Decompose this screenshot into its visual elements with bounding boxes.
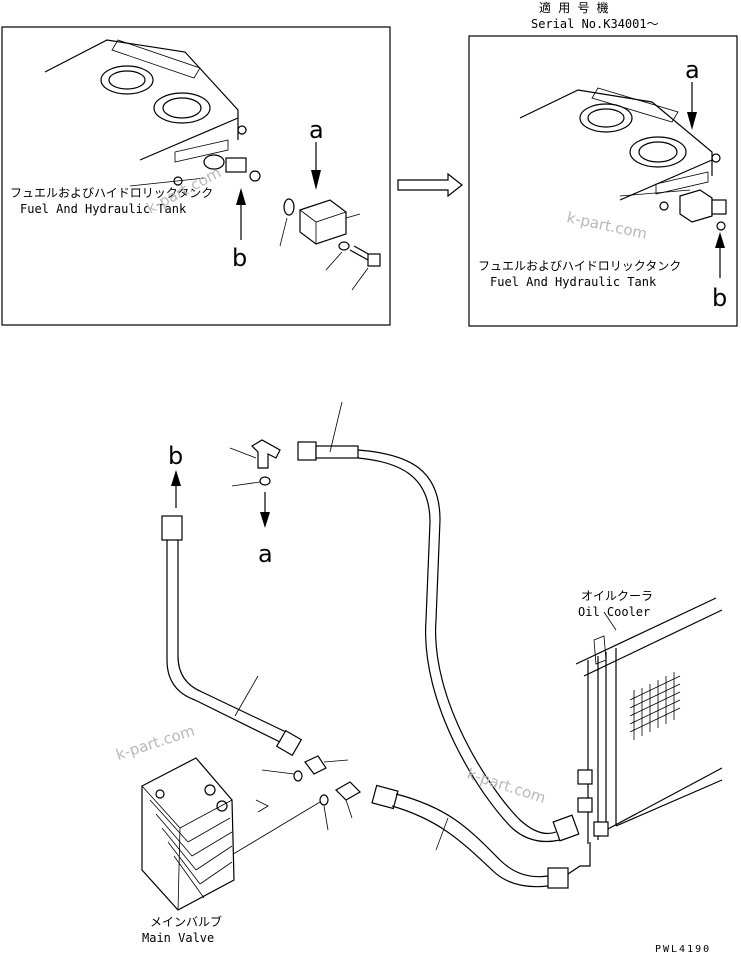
- watermark-4: k-part.com: [465, 765, 548, 807]
- left-leader-2: [279, 217, 288, 247]
- left-block-edges: [299, 209, 347, 244]
- left-tank-outline: [44, 39, 239, 140]
- left-block: [299, 199, 347, 245]
- main-valve-label-en: Main Valve: [142, 931, 214, 945]
- hose-3-fitting-bottom: [547, 867, 569, 889]
- right-arrow-a-head: [687, 112, 697, 130]
- hose-3-line-b: [391, 805, 549, 888]
- right-tank-label-jp: フュエルおよびハイドロリックタンク: [478, 259, 681, 273]
- left-filler-cap-1: [100, 65, 154, 95]
- valve-port-leaders: [229, 799, 321, 857]
- transition-arrow: [397, 172, 463, 198]
- left-tank-bracket: [111, 39, 201, 79]
- hose-2-fitting-top: [297, 441, 317, 461]
- left-connector-nut: [249, 170, 261, 182]
- serial-header-jp: 適 用 号 機: [539, 0, 609, 15]
- valve-o-ring-1: [293, 770, 303, 782]
- valve-o-ring-2-leader: [323, 805, 329, 831]
- lower-assembly: b a: [114, 401, 723, 945]
- hose-1-line-a: [166, 540, 281, 743]
- elbow-leader: [229, 447, 257, 459]
- watermark-3: k-part.com: [114, 721, 197, 763]
- right-tank-outline: [519, 89, 713, 176]
- right-marker-b: b: [712, 284, 727, 312]
- oil-cooler-leader: [603, 611, 617, 631]
- right-marker-a: a: [685, 56, 700, 84]
- right-panel-frame: [468, 35, 738, 327]
- valve-o-ring-2: [319, 794, 329, 806]
- left-arrow-b-head: [236, 188, 246, 205]
- hose-3-leader: [435, 817, 449, 851]
- hose-2-line-a: [357, 449, 557, 835]
- hose-1-line-b: [177, 540, 287, 733]
- right-filler-cap-2: [629, 136, 687, 168]
- hose-1-fitting-top: [161, 515, 183, 541]
- lower-marker-a: a: [258, 540, 273, 568]
- hose-1-leader: [234, 675, 259, 717]
- left-leader-4: [351, 267, 369, 291]
- valve-adapter-1-leader: [323, 759, 349, 763]
- hose-2-fitting-bottom: [552, 814, 580, 842]
- o-ring-leader: [231, 481, 261, 487]
- valve-adapter-1: [304, 755, 327, 775]
- watermark-2: k-part.com: [565, 208, 649, 243]
- figure-code: PWL4190: [655, 944, 711, 955]
- main-valve-label-jp: メインバルブ: [150, 914, 222, 929]
- left-marker-b: b: [232, 244, 247, 272]
- left-tank-label-en: Fuel And Hydraulic Tank: [20, 202, 187, 216]
- left-washer: [338, 241, 350, 251]
- main-valve: [141, 757, 235, 911]
- oil-cooler-label-en: Oil Cooler: [578, 605, 650, 619]
- hose-3-pipe: [567, 842, 591, 875]
- lower-marker-b: b: [168, 442, 183, 470]
- left-bolt: [237, 125, 247, 135]
- left-o-ring: [283, 198, 295, 216]
- right-drain: [659, 201, 669, 211]
- valve-o-ring-1-leader: [261, 769, 295, 775]
- oil-cooler-label-jp: オイルクーラ: [581, 589, 653, 603]
- hose-2-line-b: [357, 457, 561, 843]
- hose-2-sleeve: [315, 445, 359, 459]
- right-tank-bracket: [591, 87, 679, 123]
- left-bolt-head: [367, 253, 381, 267]
- valve-adapter-2-leader: [345, 799, 353, 819]
- left-tank-leader: [129, 177, 206, 187]
- left-side-bracket: [174, 139, 229, 163]
- o-ring-a: [259, 476, 271, 486]
- left-filler-cap-2: [153, 92, 211, 124]
- lower-arrow-b-head: [171, 470, 181, 486]
- right-tank-edge: [619, 159, 713, 201]
- hose-1-fitting-bottom: [275, 729, 303, 757]
- valve-adapter-2: [335, 781, 361, 801]
- right-connector: [711, 199, 727, 215]
- left-tank-label-jp: フュエルおよびハイドロリックタンク: [10, 186, 213, 200]
- left-leader-3: [325, 251, 343, 271]
- left-port: [203, 154, 225, 170]
- right-connector-nut: [716, 221, 726, 231]
- right-tank-label-en: Fuel And Hydraulic Tank: [490, 275, 657, 289]
- hose-3-line-a: [395, 793, 549, 878]
- elbow-fitting: [251, 439, 281, 469]
- right-panel: a b フュエルおよびハイドロリックタンク Fuel And Hydraulic…: [468, 35, 738, 327]
- oil-cooler: [575, 597, 723, 844]
- lower-arrow-a-head: [260, 512, 270, 528]
- left-leader-1: [345, 213, 361, 219]
- right-bolt: [711, 153, 721, 163]
- hose-3-fitting-top: [371, 784, 399, 810]
- right-filler-cap-1: [579, 103, 633, 133]
- right-side-bracket: [655, 171, 709, 195]
- left-connector: [225, 157, 247, 173]
- left-marker-a: a: [309, 116, 324, 144]
- right-arrow-b-head: [715, 232, 725, 248]
- left-panel: a b フュエルおよびハイドロリックタンク Fuel And Hydraulic…: [1, 26, 391, 326]
- right-tank-leader: [619, 189, 691, 197]
- left-arrow-a-head: [311, 170, 321, 190]
- serial-header-en: Serial No.K34001～: [531, 17, 659, 31]
- left-tank-edge: [139, 117, 239, 161]
- hose-2-leader: [329, 401, 343, 453]
- left-panel-frame: [1, 26, 391, 326]
- right-block: [679, 189, 713, 223]
